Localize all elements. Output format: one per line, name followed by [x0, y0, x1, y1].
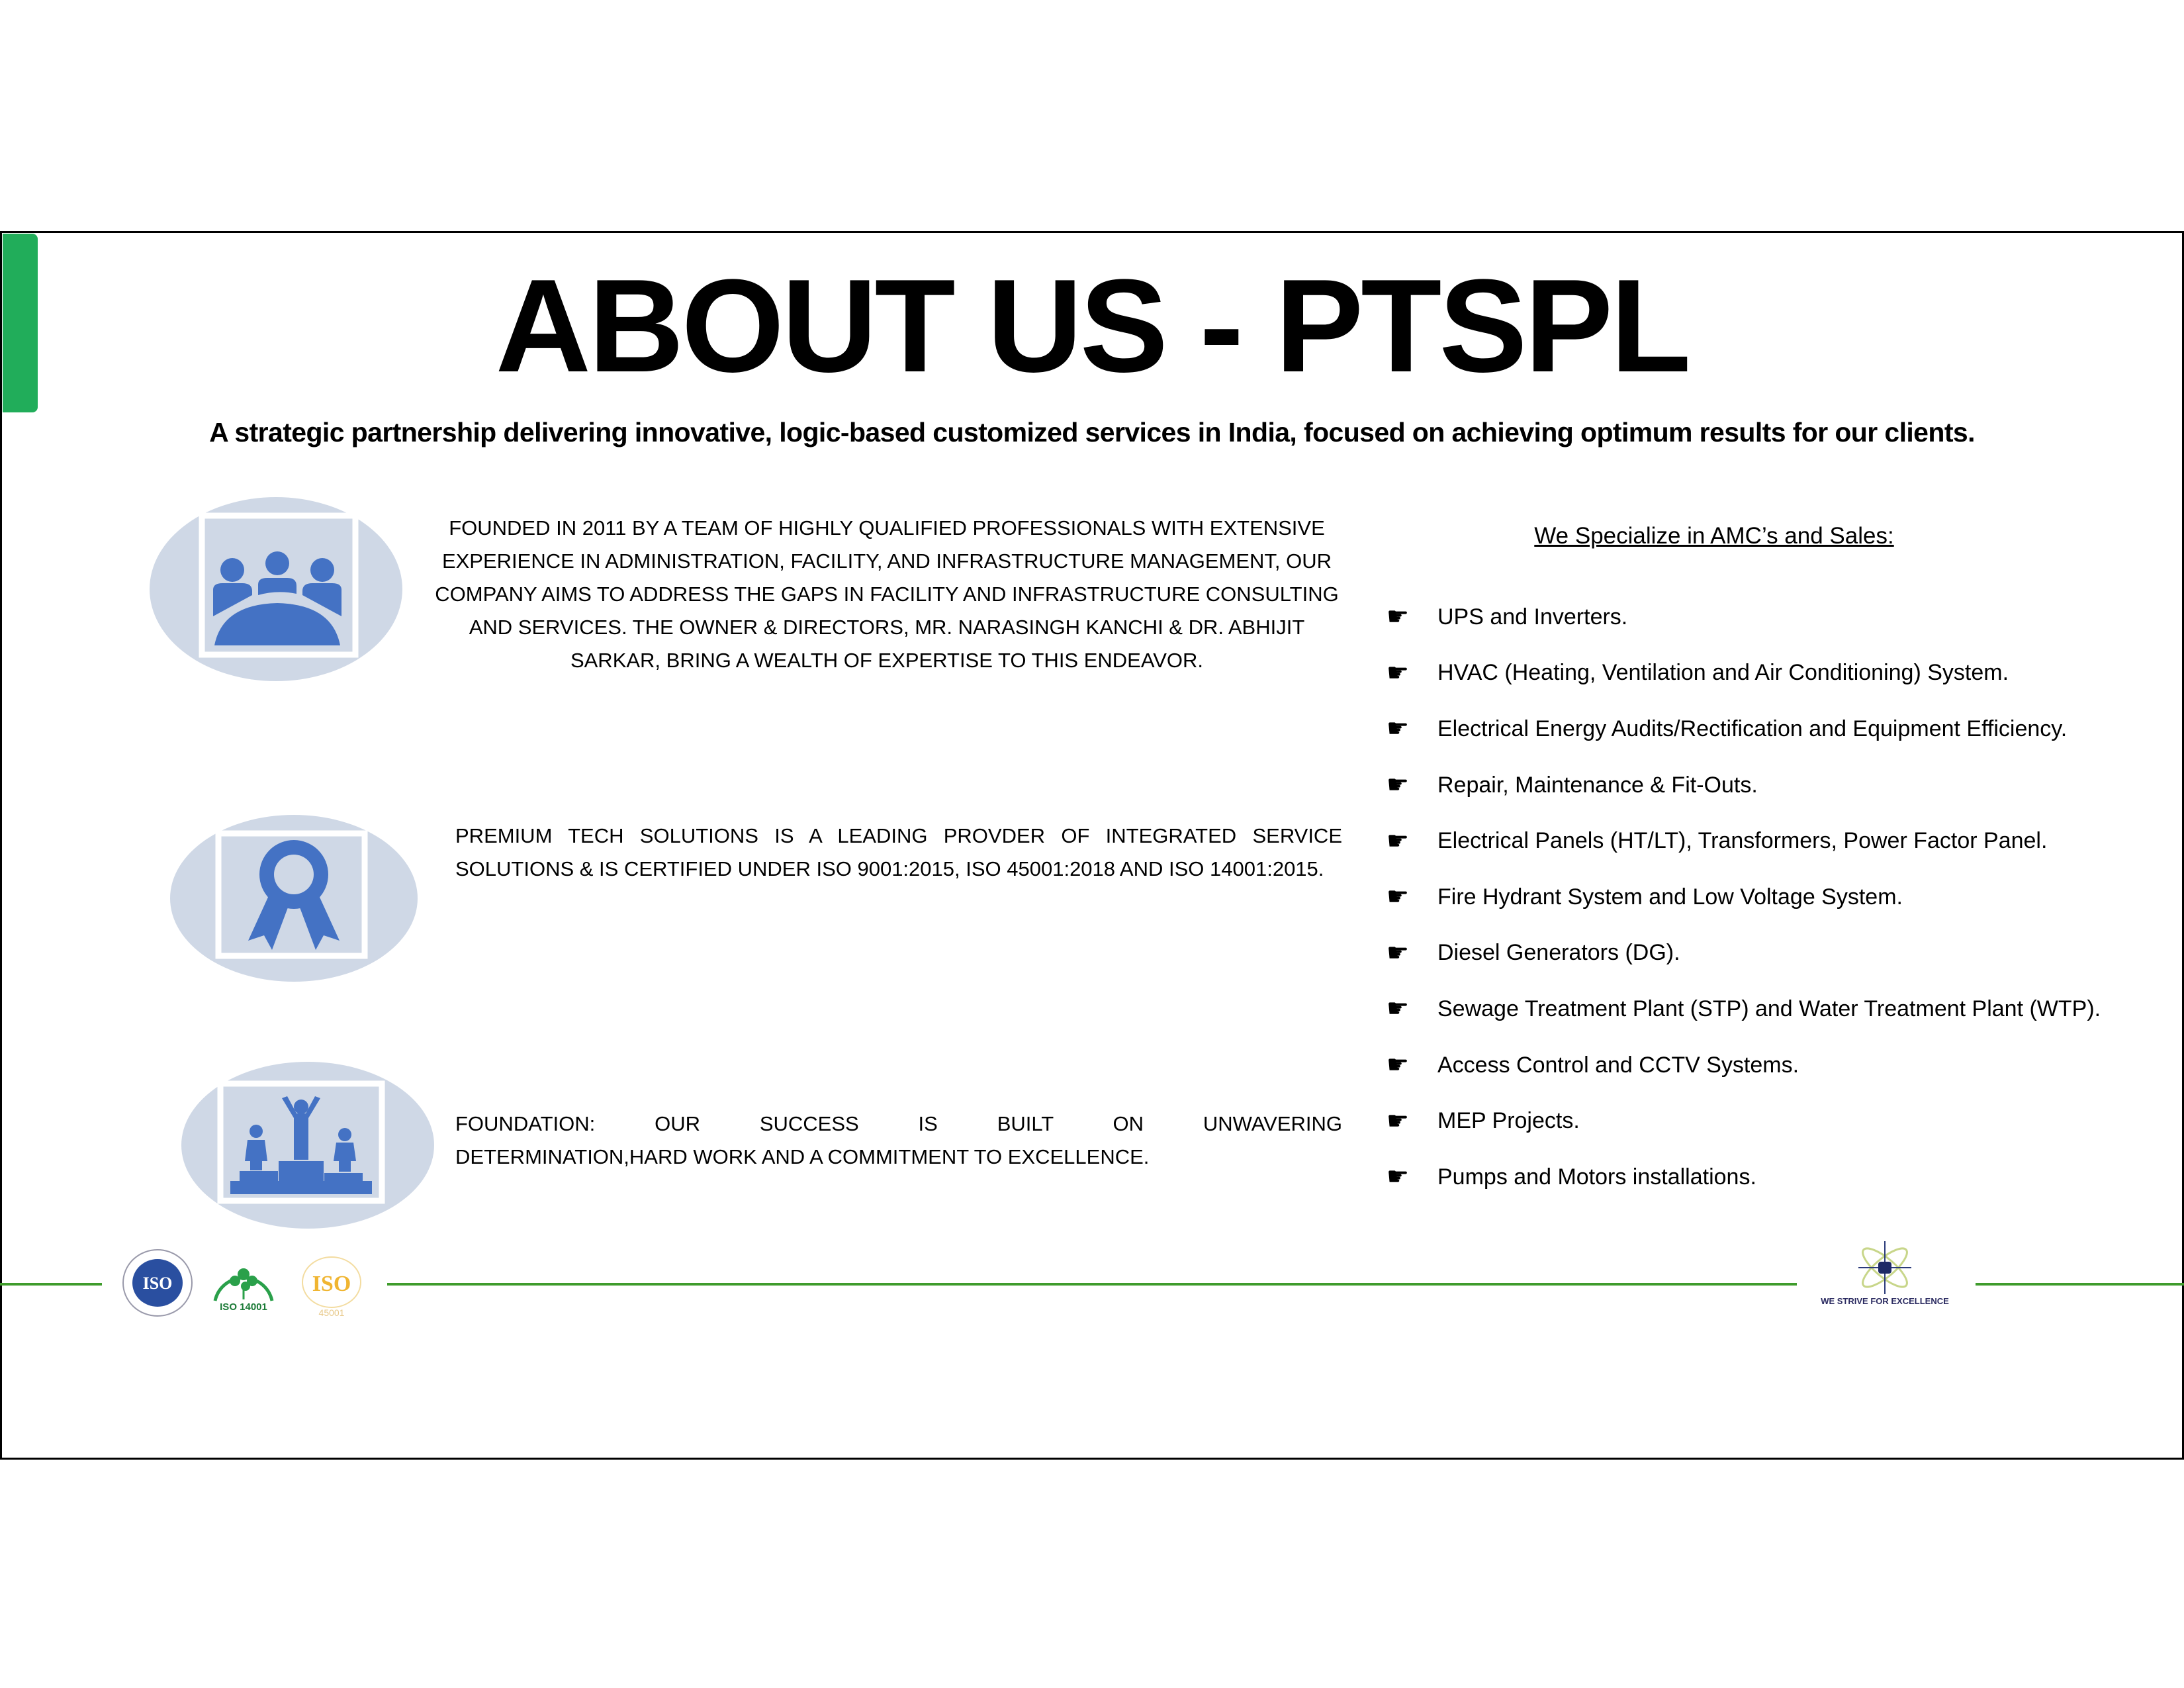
- service-item: ☛ Sewage Treatment Plant (STP) and Water …: [1387, 981, 2101, 1037]
- service-item: ☛ MEP Projects.: [1387, 1093, 2101, 1149]
- pointing-hand-icon: ☛: [1387, 771, 1410, 800]
- pointing-hand-icon: ☛: [1387, 1051, 1410, 1080]
- specialize-heading: We Specialize in AMC’s and Sales:: [1534, 523, 1894, 549]
- pointing-hand-icon: ☛: [1387, 995, 1410, 1023]
- company-brand-logo: WE STRIVE FOR EXCELLENCE: [1821, 1241, 1949, 1306]
- footer-divider-left: [0, 1283, 102, 1286]
- service-item-label: Repair, Maintenance & Fit-Outs.: [1437, 772, 1758, 798]
- service-item: ☛ Repair, Maintenance & Fit-Outs.: [1387, 757, 2101, 814]
- brand-tagline: WE STRIVE FOR EXCELLENCE: [1821, 1296, 1949, 1306]
- certification-paragraph: PREMIUM TECH SOLUTIONS IS A LEADING PROV…: [455, 824, 1342, 880]
- service-item-label: Fire Hydrant System and Low Voltage Syst…: [1437, 884, 1903, 910]
- service-item: ☛ Electrical Energy Audits/Rectification …: [1387, 701, 2101, 757]
- iso-certified-company-logo: ISO: [122, 1249, 193, 1317]
- service-item-label: UPS and Inverters.: [1437, 604, 1628, 630]
- pointing-hand-icon: ☛: [1387, 603, 1410, 632]
- pointing-hand-icon: ☛: [1387, 827, 1410, 855]
- award-ribbon-icon: [170, 815, 418, 982]
- meeting-people-icon: [150, 497, 402, 681]
- foundation-line-2: DETERMINATION,HARD WORK AND A COMMITMENT…: [455, 1145, 1150, 1168]
- pointing-hand-icon: ☛: [1387, 1163, 1410, 1192]
- pointing-hand-icon: ☛: [1387, 1107, 1410, 1135]
- service-item-label: MEP Projects.: [1437, 1108, 1580, 1134]
- service-item: ☛ UPS and Inverters.: [1387, 589, 2101, 645]
- foundation-line-1: FOUNDATION: OUR SUCCESS IS BUILT ON UNWA…: [455, 1112, 1342, 1135]
- services-list: ☛ UPS and Inverters. ☛ HVAC (Heating, Venti…: [1387, 589, 2101, 1205]
- iso-logo-text: ISO: [143, 1274, 173, 1293]
- pointing-hand-icon: ☛: [1387, 715, 1410, 743]
- footer-divider-middle: [387, 1283, 1797, 1286]
- iso45001-number: 45001: [319, 1307, 345, 1318]
- foundation-paragraph: FOUNDATION: OUR SUCCESS IS BUILT ON UNWA…: [455, 1107, 1342, 1174]
- service-item: ☛ Fire Hydrant System and Low Voltage Sys…: [1387, 869, 2101, 925]
- iso-14001-logo: ISO 14001: [213, 1268, 274, 1313]
- footer-divider-right: [1976, 1283, 2184, 1286]
- service-item: ☛ Electrical Panels (HT/LT), Transformers…: [1387, 813, 2101, 869]
- service-item: ☛ Access Control and CCTV Systems.: [1387, 1037, 2101, 1094]
- service-item-label: HVAC (Heating, Ventilation and Air Condi…: [1437, 660, 2009, 686]
- slide-frame: [0, 231, 2184, 1460]
- service-item-label: Sewage Treatment Plant (STP) and Water T…: [1437, 996, 2101, 1021]
- service-item-label: Electrical Energy Audits/Rectification a…: [1437, 716, 2068, 741]
- iso45001-text: ISO: [312, 1272, 351, 1296]
- service-item-label: Access Control and CCTV Systems.: [1437, 1052, 1799, 1078]
- podium-winners-icon: [181, 1062, 434, 1229]
- accent-bar: [3, 234, 38, 412]
- pointing-hand-icon: ☛: [1387, 883, 1410, 912]
- founding-paragraph: FOUNDED IN 2011 BY A TEAM OF HIGHLY QUAL…: [435, 516, 1339, 672]
- pointing-hand-icon: ☛: [1387, 939, 1410, 967]
- service-item: ☛ Pumps and Motors installations.: [1387, 1149, 2101, 1205]
- service-item: ☛ HVAC (Heating, Ventilation and Air Cond…: [1387, 645, 2101, 702]
- page-title: ABOUT US - PTSPL: [495, 252, 1692, 400]
- page-subtitle: A strategic partnership delivering innov…: [209, 417, 1975, 447]
- service-item-label: Diesel Generators (DG).: [1437, 940, 1680, 966]
- service-item-label: Electrical Panels (HT/LT), Transformers,…: [1437, 828, 2048, 854]
- iso-45001-logo: ISO 45001: [302, 1256, 361, 1318]
- service-item-label: Pumps and Motors installations.: [1437, 1164, 1756, 1190]
- service-item: ☛ Diesel Generators (DG).: [1387, 925, 2101, 982]
- pointing-hand-icon: ☛: [1387, 659, 1410, 687]
- iso14001-text: ISO 14001: [220, 1301, 267, 1313]
